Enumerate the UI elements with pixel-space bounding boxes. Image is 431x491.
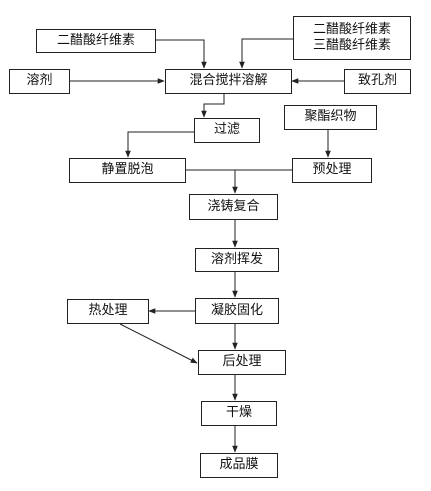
node-finished-membrane: 成品膜 <box>200 453 278 478</box>
node-heat-treatment: 热处理 <box>67 299 149 324</box>
connector-cda-to-mix <box>156 39 207 69</box>
node-solvent-evaporation: 溶剂挥发 <box>195 248 279 272</box>
node-gel-coagulation: 凝胶固化 <box>195 298 279 324</box>
node-mix-dissolve: 混合搅拌溶解 <box>165 69 292 94</box>
node-porogen: 致孔剂 <box>344 69 411 94</box>
node-degas: 静置脱泡 <box>69 158 186 183</box>
node-cellulose-diacetate: 二醋酸纤维素 <box>36 29 156 53</box>
node-filter: 过滤 <box>194 118 260 143</box>
node-post-treatment: 后处理 <box>198 350 286 375</box>
connector-mix-to-filter <box>201 94 225 118</box>
node-pretreat: 预处理 <box>292 158 372 183</box>
connector-cda-cta-to-mix <box>239 38 293 69</box>
node-polyester-fabric: 聚酯织物 <box>284 105 377 130</box>
node-drying: 干燥 <box>201 401 277 426</box>
node-cast-composite: 浇铸复合 <box>189 194 278 220</box>
node-solvent: 溶剂 <box>9 69 70 94</box>
connector-heat-to-post <box>119 323 198 364</box>
node-cellulose-di-tri-acetate: 二醋酸纤维素 三醋酸纤维素 <box>293 16 411 60</box>
connector-filter-to-degas <box>125 131 194 158</box>
